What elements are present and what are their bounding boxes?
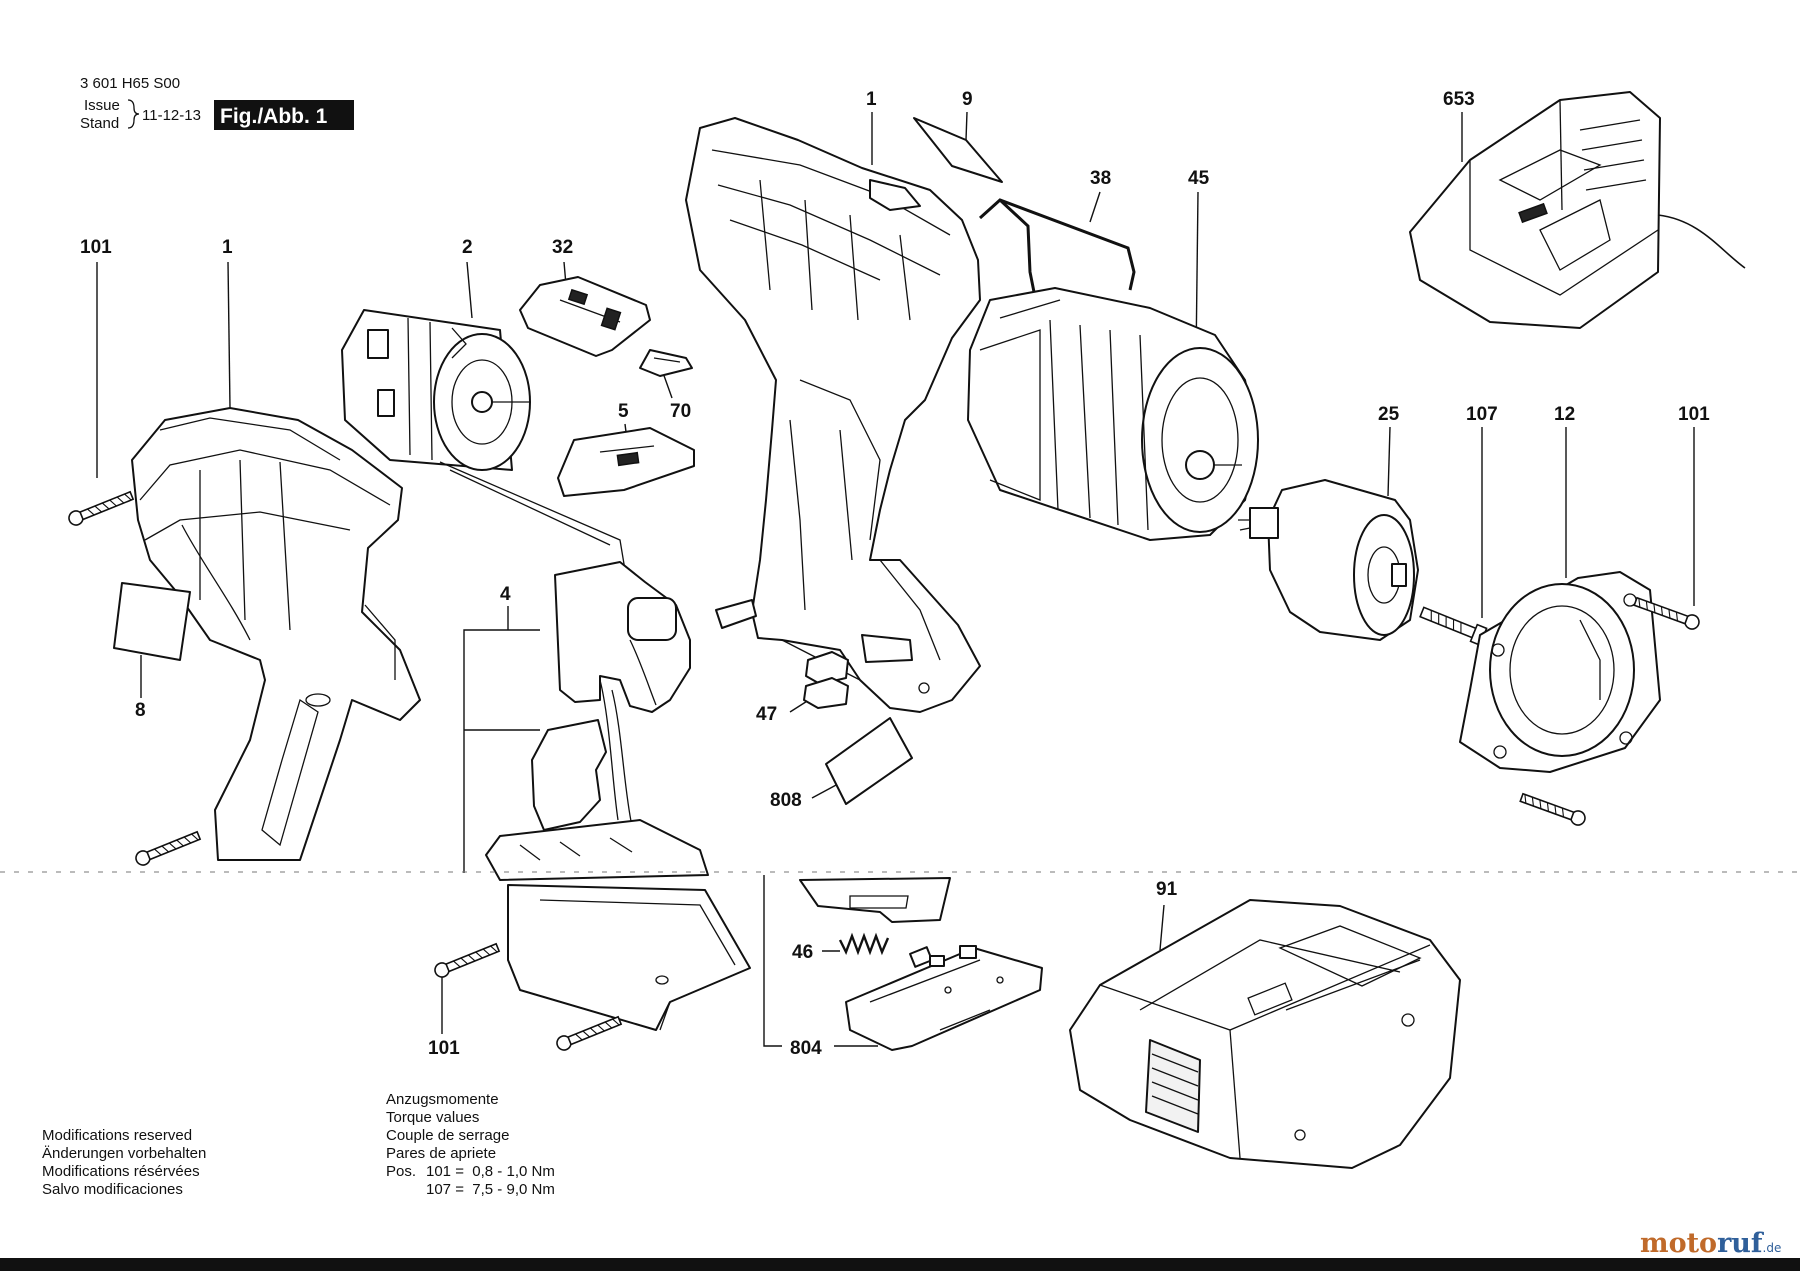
screw-101-top-left [68,490,135,526]
leader-808 [811,783,839,799]
battery-cover-bottom [507,884,751,1031]
screw-101-mid-left [135,830,202,866]
gearbox-45 [967,287,1259,541]
torque-header-1: Anzugsmomente [386,1091,499,1108]
screw-101-bottom-lower [556,1015,623,1051]
battery-pack-91 [1069,899,1461,1169]
callout-47: 47 [756,704,777,725]
watermark-logo: motoruf.de [1640,1228,1781,1259]
modifications-note: Modifications reserved Änderungen vorbeh… [42,1127,206,1198]
modifications-line-4: Salvo modificaciones [42,1181,183,1198]
header-block: 3 601 H65 S00 Issue Stand 11-12-13 Fig./… [80,75,354,132]
leader-38 [1089,191,1101,223]
screw-101-right-upper [1633,596,1700,630]
torque-pos-label: Pos. [386,1163,416,1180]
leader-25 [1387,426,1391,497]
terminal-block-804 [845,945,1043,1051]
stand-label: Stand [80,115,119,132]
callout-12: 12 [1554,404,1575,425]
label-sticker-9 [913,117,1003,183]
callout-45: 45 [1188,168,1210,189]
callout-101-right: 101 [1678,404,1710,425]
issue-date: 11-12-13 [142,107,201,124]
rubber-pads-47 [803,651,849,709]
callout-804: 804 [790,1038,822,1059]
figure-badge-bg [214,100,354,130]
issue-label: Issue [84,97,120,114]
screw-101-bottom-upper [434,942,501,978]
housing-half-left [131,407,421,861]
watermark-part-1: moto [1640,1228,1717,1259]
leader-9 [965,111,968,141]
callout-4: 4 [500,584,511,605]
leader-lines [96,111,1695,1047]
leader-804-bracket [763,875,782,1047]
callout-38: 38 [1090,168,1111,189]
callout-70: 70 [670,401,691,422]
torque-header-2: Torque values [386,1109,479,1126]
torque-row-107: 107 = 7,5 - 9,0 Nm [426,1181,555,1198]
front-housing-ring-12 [1459,571,1661,773]
label-sticker-808 [825,717,913,805]
torque-values-note: Anzugsmomente Torque values Couple de se… [386,1091,555,1198]
screw-101-right-lower [1519,792,1586,826]
switch-assembly-4 [485,561,709,881]
watermark-suffix: .de [1763,1241,1782,1255]
callout-labels: 101 1 2 32 1 9 38 45 653 5 70 25 107 12 … [80,89,1710,1059]
callout-91: 91 [1156,879,1178,900]
cover-plate-bottom [799,877,951,923]
callout-653: 653 [1443,89,1475,110]
svg-text:motoruf.de: motoruf.de [1640,1228,1781,1259]
leader-4-bracket [463,629,540,873]
label-sticker-8 [113,582,191,661]
modifications-line-2: Änderungen vorbehalten [42,1145,206,1162]
callout-808: 808 [770,790,802,811]
slide-switch-5 [557,427,695,497]
spring-46 [838,932,890,956]
chuck-25 [1238,479,1419,641]
callout-46: 46 [792,942,813,963]
modifications-line-3: Modifications résérvées [42,1163,200,1180]
leader-2 [466,261,473,319]
callout-2: 2 [462,237,473,258]
watermark-part-2: ruf [1717,1228,1765,1259]
callout-32: 32 [552,237,573,258]
torque-header-3: Couple de serrage [386,1127,509,1144]
housing-half-right [685,117,981,713]
torque-row-101: 101 = 0,8 - 1,0 Nm [426,1163,555,1180]
callout-1-left: 1 [222,237,233,258]
battery-charger-653 [1409,91,1746,329]
callout-101-bottom: 101 [428,1038,460,1059]
figure-badge: Fig./Abb. 1 [220,105,328,128]
callout-5: 5 [618,401,629,422]
switch-cover-32 [519,276,651,357]
torque-header-4: Pares de apriete [386,1145,496,1162]
leader-1-left [227,261,231,409]
screw-107 [1419,606,1488,647]
part-number: 3 601 H65 S00 [80,75,180,92]
callout-25: 25 [1378,404,1400,425]
callout-1-right: 1 [866,89,877,110]
bottom-band [0,1258,1800,1271]
modifications-line-1: Modifications reserved [42,1127,192,1144]
clip-70 [639,349,693,377]
callout-8: 8 [135,700,146,721]
callout-107: 107 [1466,404,1498,425]
motor-2 [341,309,626,576]
callout-9: 9 [962,89,973,110]
leader-91 [1159,904,1165,951]
brace-glyph [127,99,140,129]
callout-101-top-left: 101 [80,237,112,258]
